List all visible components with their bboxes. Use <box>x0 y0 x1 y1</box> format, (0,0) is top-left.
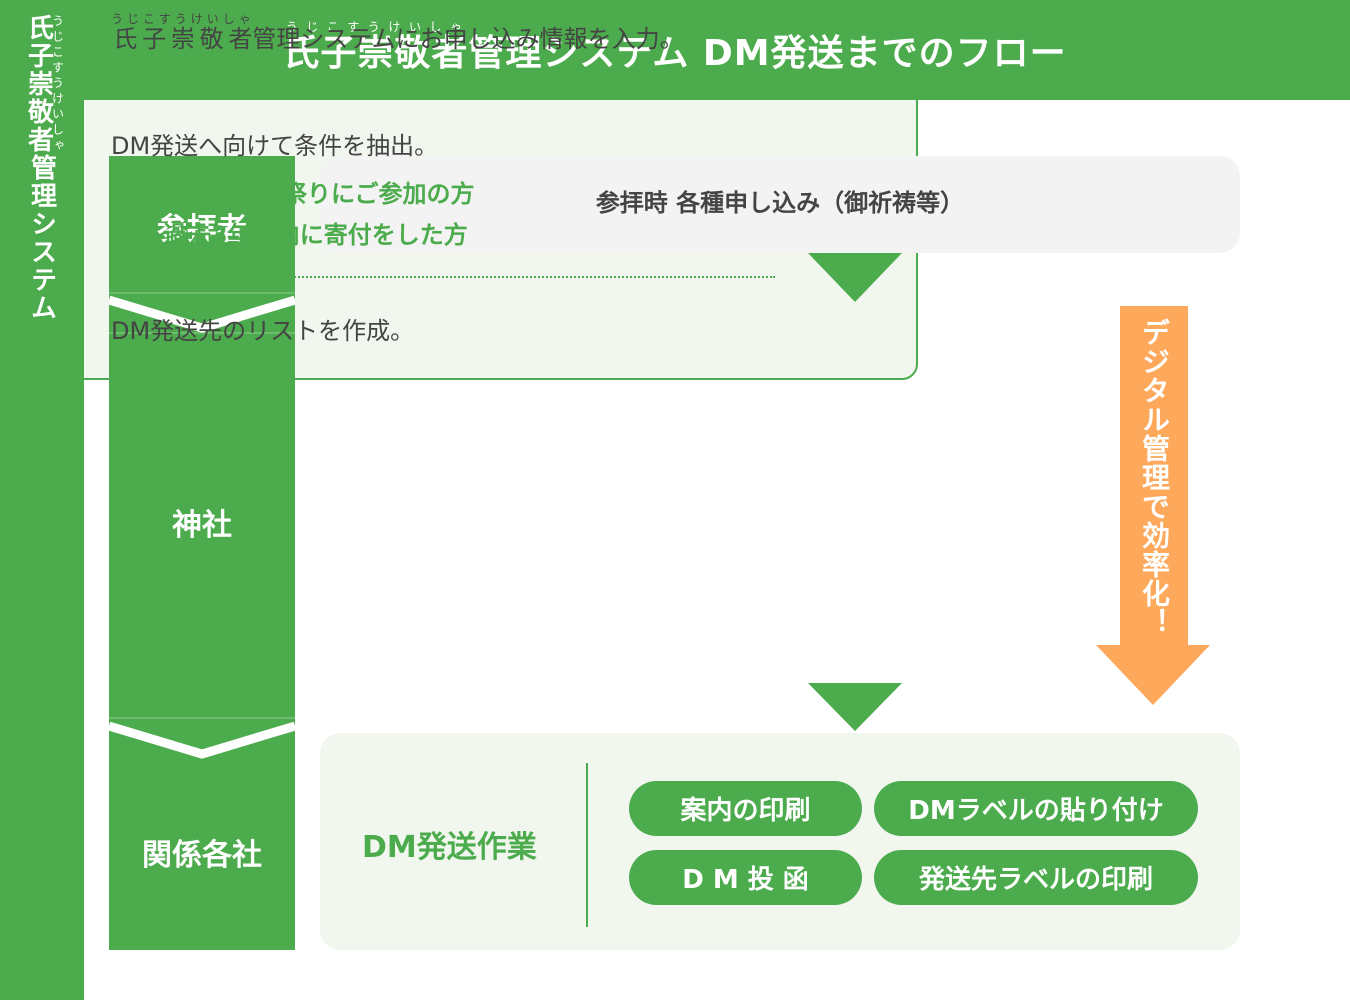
lane-shrine: 神社 <box>172 508 232 543</box>
down-arrow-icon <box>808 253 902 302</box>
visitor-application-box: 参拝時 各種申し込み（御祈祷等） <box>320 156 1240 253</box>
example-label: 例） <box>111 180 159 208</box>
lane-visitor: 参拝者 <box>157 212 247 247</box>
dm-work-label: DM発送作業 <box>362 830 537 865</box>
down-arrow-icon <box>808 683 902 731</box>
divider <box>111 276 775 278</box>
efficiency-label: デジタル管理で効率化！ <box>1138 318 1171 637</box>
page-title: 氏子崇敬者うじこすうけいしゃ管理システム DM発送までのフロー <box>283 20 1067 74</box>
example-2: 過去3年以内に寄付をした方 <box>163 221 468 249</box>
step-extract: DM発送へ向けて条件を抽出。 <box>111 132 439 160</box>
step-list: DM発送先のリストを作成。 <box>111 317 415 345</box>
lane-column <box>109 156 295 950</box>
task-print-guide: 案内の印刷 <box>629 781 862 836</box>
lane-chevron <box>109 295 295 333</box>
task-dm-mailing: D M 投 函 <box>629 850 862 905</box>
divider <box>586 763 588 927</box>
lane-companies: 関係各社 <box>142 838 262 873</box>
efficiency-arrow-icon <box>1096 306 1210 705</box>
header: 氏子崇敬者うじこすうけいしゃ管理システム DM発送までのフロー <box>0 0 1350 100</box>
companies-box <box>320 733 1240 950</box>
task-label-attach: DMラベルの貼り付け <box>874 781 1198 836</box>
lane-chevron <box>109 721 295 759</box>
system-name: 氏子崇敬者うじこすうけいしゃ管理システム <box>0 0 84 1000</box>
task-label-print: 発送先ラベルの印刷 <box>874 850 1198 905</box>
divider <box>111 91 775 93</box>
step-input: 氏子崇敬者うじこすうけいしゃ管理システムにお申し込み情報を入力。 <box>111 12 684 53</box>
example-1: 前年度のお祭りにご参加の方 <box>163 180 475 208</box>
